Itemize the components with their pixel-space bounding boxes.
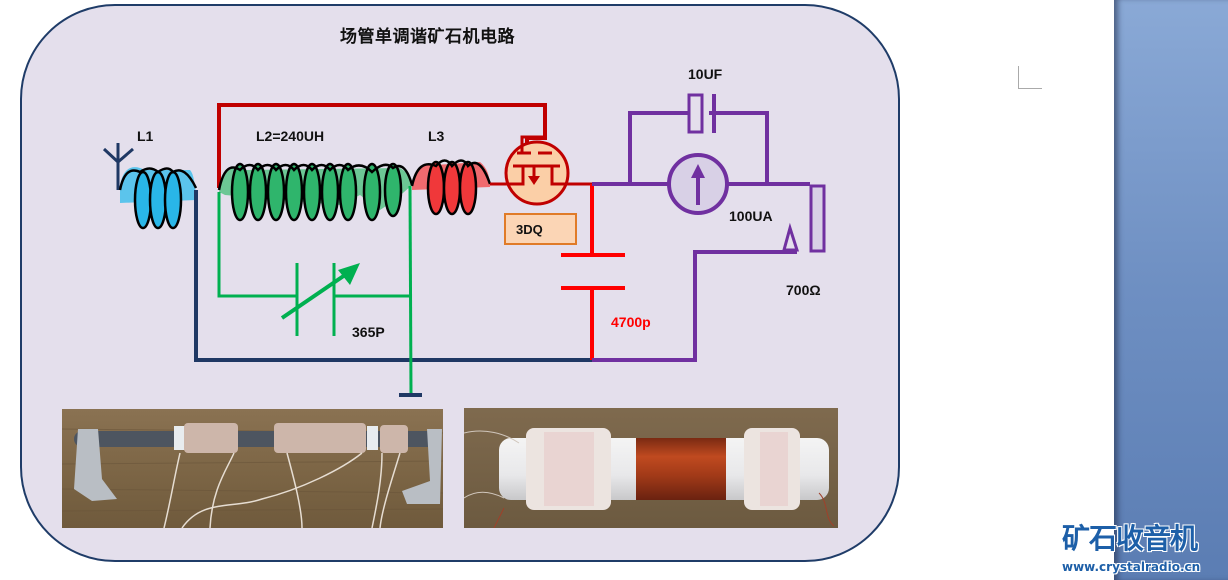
- l1-label: L1: [137, 128, 154, 144]
- antenna-icon: [102, 143, 134, 190]
- diagram-title: 场管单调谐矿石机电路: [340, 27, 515, 47]
- l2-label: L2=240UH: [256, 128, 325, 144]
- green-tuning-wire: [217, 192, 297, 298]
- l1-coil: [118, 167, 198, 230]
- variable-capacitor-label: 365P: [352, 324, 385, 340]
- circuit-schematic: [102, 93, 826, 397]
- purple-output-wire: [592, 111, 810, 362]
- meter-label: 100UA: [729, 208, 773, 224]
- earphone-icon: [782, 184, 826, 253]
- l3-label: L3: [428, 128, 445, 144]
- slide-sidebar-panel: [1114, 0, 1228, 580]
- site-url: www.crystalradio.cn: [1062, 560, 1201, 574]
- l2-coil: [217, 162, 414, 222]
- electrolytic-capacitor-icon: [687, 93, 716, 134]
- slide-page: 场管单调谐矿石机电路: [20, 4, 1042, 562]
- site-logo: 矿石收音机: [1062, 522, 1198, 555]
- microammeter-icon: [667, 153, 729, 215]
- capacitor-4700p-label: 4700p: [611, 314, 651, 330]
- navy-ground-wire: [194, 190, 592, 362]
- green-tap-wire: [408, 185, 413, 395]
- fet-transistor-icon: [504, 135, 596, 206]
- transistor-label-box: [504, 213, 577, 245]
- pvc-tube-coil-photo: [464, 408, 838, 528]
- ferrite-rod-coil-photo: [62, 409, 443, 528]
- page-corner-mark: [1018, 66, 1042, 89]
- capacitor-4700p-icon: [561, 184, 625, 360]
- capacitor-10uf-label: 10UF: [688, 66, 723, 82]
- transistor-label: 3DQ: [516, 222, 543, 237]
- l3-coil: [410, 159, 492, 216]
- earphone-label: 700Ω: [786, 282, 821, 298]
- variable-capacitor-icon: [280, 263, 360, 336]
